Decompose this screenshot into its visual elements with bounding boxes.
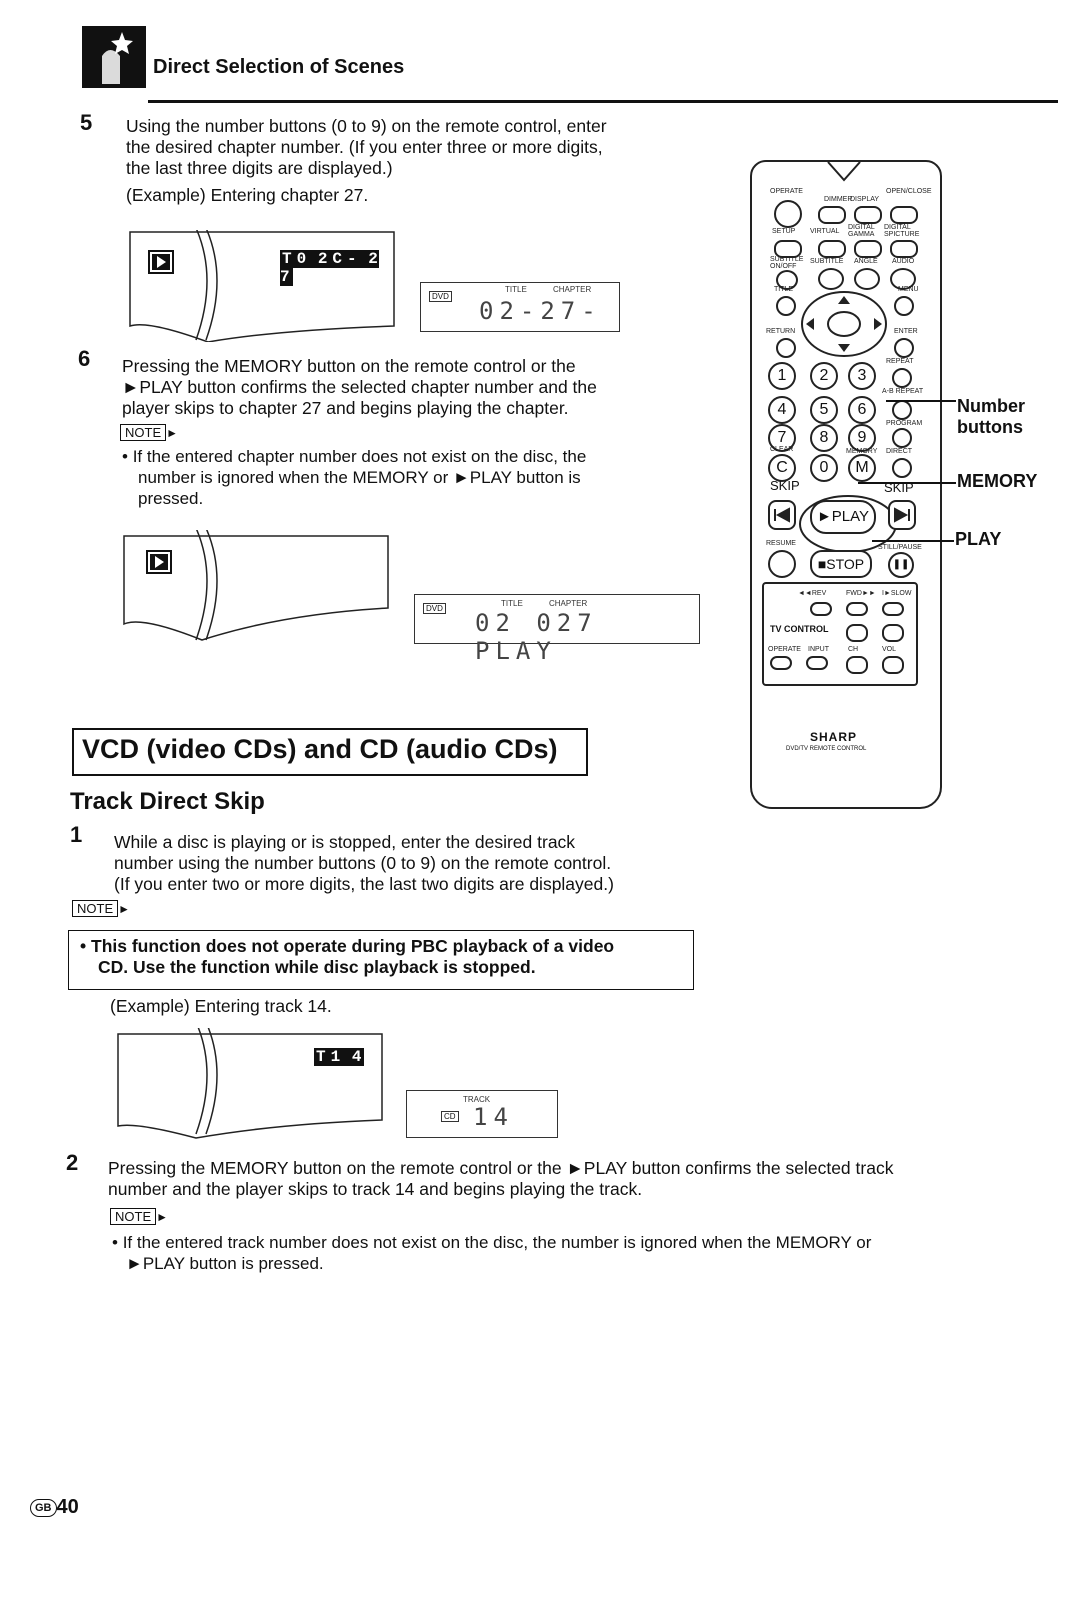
tv-ch-up-button[interactable]	[846, 624, 868, 642]
rev-button[interactable]	[810, 602, 832, 616]
note-tag: NOTE►	[110, 1208, 168, 1226]
subtitle-button[interactable]	[818, 268, 844, 290]
page-title: Direct Selection of Scenes	[153, 56, 405, 78]
program-button[interactable]	[892, 428, 912, 448]
tv-vol-down-button[interactable]	[882, 656, 904, 674]
play-icon	[148, 250, 174, 274]
number-button-7[interactable]: 7	[768, 424, 796, 452]
step-number: 2	[66, 1150, 79, 1175]
play-icon	[146, 550, 172, 574]
virtual-button[interactable]	[818, 240, 846, 258]
step-number: 5	[80, 110, 93, 135]
number-button-0[interactable]: 0	[810, 454, 838, 482]
step6-text: Pressing the MEMORY button on the remote…	[122, 356, 597, 418]
subsection-title: Track Direct Skip	[70, 788, 265, 815]
play-button[interactable]: ►PLAY	[810, 500, 876, 534]
section-box	[72, 728, 588, 776]
repeat-button[interactable]	[892, 368, 912, 388]
number-button-4[interactable]: 4	[768, 396, 796, 424]
front-panel-display: DVD TITLE CHAPTER 02-27-	[420, 282, 620, 332]
section-logo-icon	[82, 26, 146, 88]
brand-logo: SHARP	[810, 730, 858, 744]
stop-button[interactable]: ■STOP	[810, 550, 872, 578]
tv-control-panel	[762, 582, 918, 686]
note-tag: NOTE►	[120, 424, 178, 442]
note-text: • If the entered chapter number does not…	[122, 447, 587, 508]
memory-button[interactable]: M	[848, 454, 876, 482]
important-note-box	[68, 930, 694, 990]
important-note-text: • This function does not operate during …	[80, 936, 615, 977]
callout-line	[858, 482, 956, 484]
remote-control-illustration: OPERATE DIMMER DISPLAY OPEN/CLOSE SETUP …	[750, 160, 942, 809]
direct-button[interactable]	[892, 458, 912, 478]
number-button-6[interactable]: 6	[848, 396, 876, 424]
operate-button[interactable]	[774, 200, 802, 228]
skip-back-button[interactable]	[768, 500, 796, 530]
header-rule	[148, 100, 1058, 103]
number-button-5[interactable]: 5	[810, 396, 838, 424]
display-button[interactable]	[854, 206, 882, 224]
tv-vol-up-button[interactable]	[882, 624, 904, 642]
tv-input-button[interactable]	[806, 656, 828, 670]
note-text: • If the entered track number does not e…	[112, 1233, 872, 1273]
setup-button[interactable]	[774, 240, 802, 258]
note-tag: NOTE►	[72, 900, 130, 918]
step-number: 1	[70, 822, 83, 847]
example-caption: (Example) Entering track 14.	[110, 996, 332, 1016]
model-label: DVD/TV REMOTE CONTROL	[786, 746, 867, 752]
return-button[interactable]	[776, 338, 796, 358]
example-caption: (Example) Entering chapter 27.	[126, 185, 369, 205]
dimmer-button[interactable]	[818, 206, 846, 224]
callout-line	[872, 540, 954, 542]
title-button[interactable]	[776, 296, 796, 316]
subtitle-onoff-button[interactable]	[776, 270, 798, 290]
tv-ch-down-button[interactable]	[846, 656, 868, 674]
fwd-button[interactable]	[846, 602, 868, 616]
ab-repeat-button[interactable]	[892, 400, 912, 420]
open-close-button[interactable]	[890, 206, 918, 224]
track-step1-text: While a disc is playing or is stopped, e…	[114, 832, 614, 894]
number-button-3[interactable]: 3	[848, 362, 876, 390]
tv-screen-illustration	[122, 530, 390, 642]
number-button-9[interactable]: 9	[848, 424, 876, 452]
menu-button[interactable]	[894, 296, 914, 316]
slow-button[interactable]	[882, 602, 904, 616]
section-title: VCD (video CDs) and CD (audio CDs)	[82, 734, 558, 764]
number-button-1[interactable]: 1	[768, 362, 796, 390]
clear-button[interactable]: C	[768, 454, 796, 482]
track-step2-text: Pressing the MEMORY button on the remote…	[108, 1158, 894, 1199]
callout-memory: MEMORY	[957, 471, 1038, 491]
number-button-8[interactable]: 8	[810, 424, 838, 452]
pause-button[interactable]: ❚❚	[888, 552, 914, 578]
angle-button[interactable]	[854, 268, 880, 290]
skip-forward-button[interactable]	[888, 500, 916, 530]
enter-button[interactable]	[894, 338, 914, 358]
step5-text: Using the number buttons (0 to 9) on the…	[126, 116, 607, 205]
step-number: 6	[78, 346, 91, 371]
direction-pad[interactable]	[800, 290, 888, 358]
front-panel-display: DVD TITLE CHAPTER 02 027 PLAY	[414, 594, 700, 665]
audio-button[interactable]	[890, 268, 916, 290]
resume-button[interactable]	[768, 550, 796, 578]
tv-operate-button[interactable]	[770, 656, 792, 670]
region-badge: GB	[30, 1498, 57, 1517]
front-panel-display: TRACK CD 14	[406, 1090, 558, 1138]
callout-play: PLAY	[955, 529, 1002, 549]
number-button-2[interactable]: 2	[810, 362, 838, 390]
digital-picture-button[interactable]	[890, 240, 918, 258]
digital-gamma-button[interactable]	[854, 240, 882, 258]
callout-line	[886, 400, 956, 402]
